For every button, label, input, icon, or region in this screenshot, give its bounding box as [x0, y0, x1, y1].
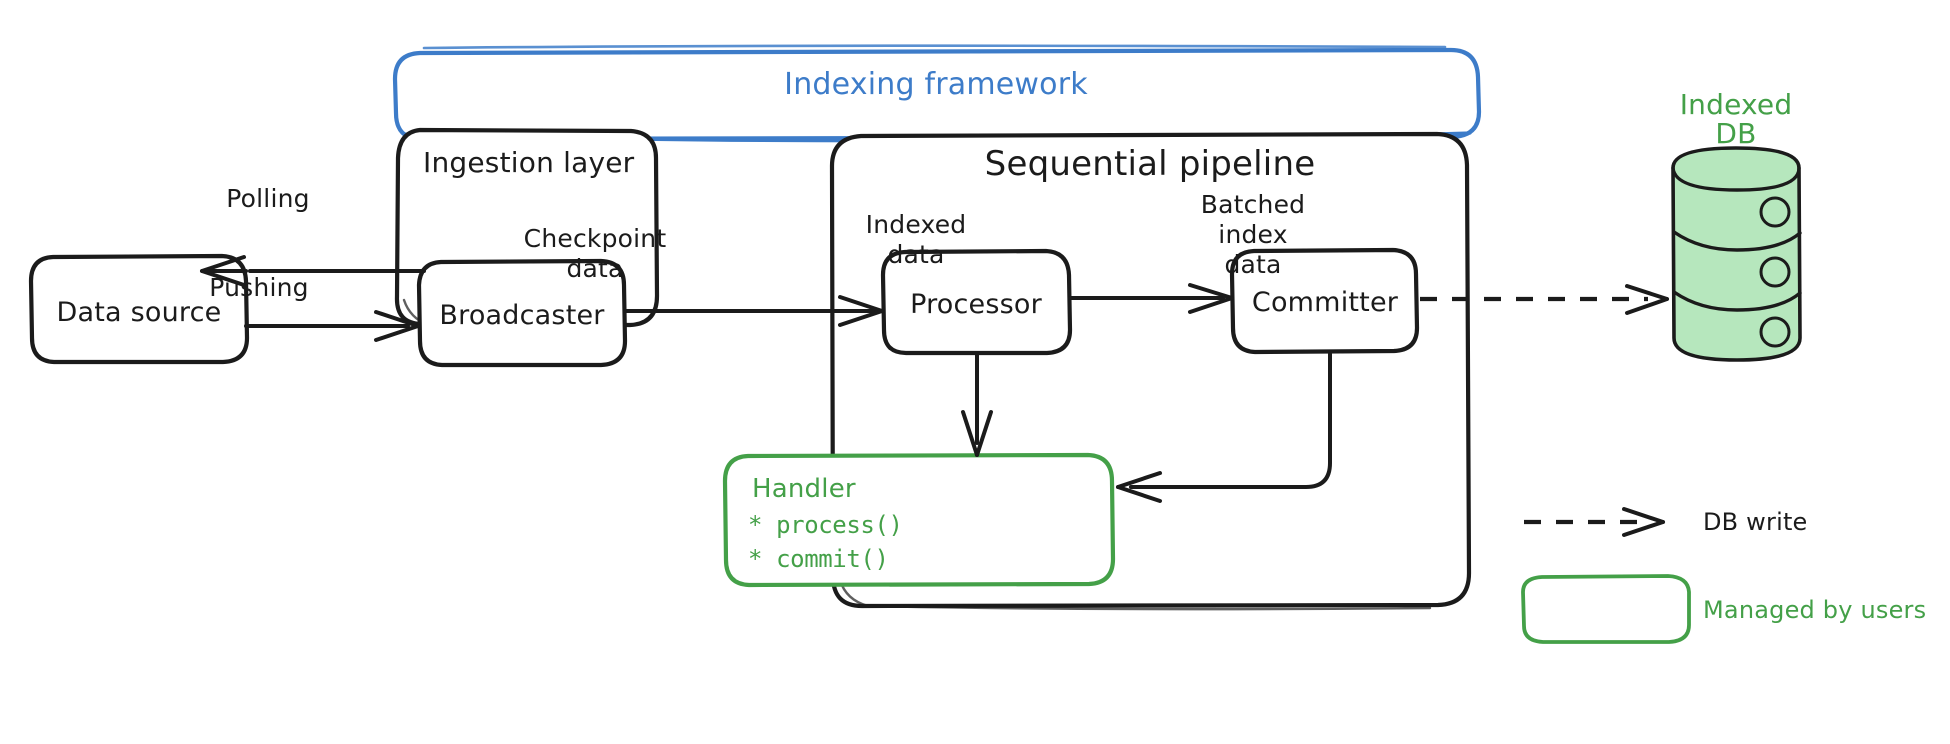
data-source-label: Data source	[56, 297, 222, 328]
broadcaster-box[interactable]	[416, 258, 628, 368]
edge-batched-index-data	[1420, 284, 1669, 315]
processor-label: Processor	[910, 289, 1042, 320]
handler-method-commit: * commit()	[748, 545, 889, 573]
data-source-box[interactable]	[28, 253, 250, 365]
committer-box[interactable]	[1229, 247, 1420, 355]
edge-label-polling: Polling	[226, 184, 310, 213]
broadcaster-label: Broadcaster	[439, 300, 605, 331]
edge-label-batched-index-data-line1: Batched	[1200, 190, 1306, 219]
edge-label-batched-index-data-line2: index	[1218, 220, 1288, 249]
handler-title: Handler	[752, 474, 856, 504]
legend-label-managed-by-users: Managed by users	[1703, 596, 1927, 624]
indexed-db-label-line2: DB	[1715, 117, 1757, 150]
committer-label: Committer	[1251, 287, 1399, 318]
edge-label-checkpoint-data-line2: data	[566, 254, 624, 283]
edge-pushing	[244, 310, 420, 342]
edge-polling	[200, 255, 426, 287]
legend-green-box-swatch	[1521, 574, 1691, 644]
legend-dashed-arrow-swatch	[1524, 507, 1665, 537]
edge-label-pushing: Pushing	[209, 273, 309, 302]
processor-box[interactable]	[880, 248, 1073, 356]
sequential-pipeline-label: Sequential pipeline	[984, 144, 1316, 184]
edge-committer-to-handler	[1116, 352, 1332, 503]
edge-label-indexed-data-line1: Indexed	[865, 210, 967, 239]
edge-checkpoint-data	[623, 295, 884, 327]
indexed-db-cylinder[interactable]	[1671, 146, 1802, 362]
legend-label-db-write: DB write	[1703, 508, 1808, 536]
indexing-framework-label: Indexing framework	[784, 67, 1088, 102]
indexed-db-label-line1: Indexed	[1679, 88, 1793, 121]
edge-label-indexed-data-line2: data	[887, 240, 945, 269]
edge-indexed-data	[1068, 283, 1234, 314]
edge-processor-to-handler	[961, 353, 993, 457]
handler-method-process: * process()	[748, 511, 903, 539]
ingestion-layer-label: Ingestion layer	[423, 146, 635, 179]
edge-label-checkpoint-data-line1: Checkpoint	[523, 224, 667, 253]
handler-box[interactable]	[722, 452, 1116, 588]
edge-label-batched-index-data-line3: data	[1224, 250, 1282, 279]
